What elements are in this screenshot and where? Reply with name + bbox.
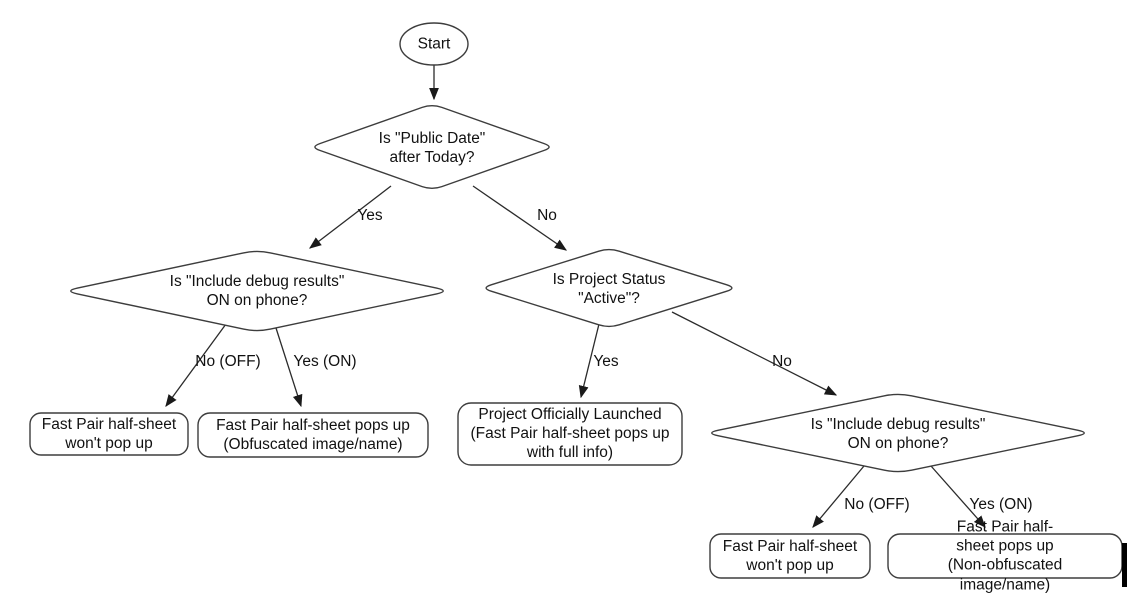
edge-label-status-yes: Yes xyxy=(593,353,619,370)
decision-debug-right-label: Is "Include debug results" ON on phone? xyxy=(810,415,986,452)
start-node-label: Start xyxy=(417,35,451,53)
result-launched-shape xyxy=(457,402,683,466)
edge-debug-left-yes xyxy=(275,327,303,408)
edge-status-yes xyxy=(578,323,600,399)
edge-label-debug-left-yes: Yes (ON) xyxy=(293,353,357,370)
decision-debug-left-shape xyxy=(70,250,444,332)
edge-debug-right-no xyxy=(812,465,865,528)
decision-project-status-label: Is Project Status "Active"? xyxy=(552,270,666,307)
decision-project-status-shape xyxy=(485,248,733,328)
result-no-popup-left-shape xyxy=(29,412,189,456)
result-obfuscated-label: Fast Pair half-sheet pops up (Obfuscated… xyxy=(216,416,410,453)
text-cursor-bar xyxy=(1122,543,1127,587)
edge-debug-left-no xyxy=(165,323,227,407)
decision-public-date-label: Is "Public Date" after Today? xyxy=(378,129,486,166)
edge-label-debug-right-yes: Yes (ON) xyxy=(969,496,1033,513)
decision-debug-right-shape xyxy=(711,393,1085,473)
start-node-shape xyxy=(399,22,469,66)
result-launched-label: Project Officially Launched (Fast Pair h… xyxy=(470,406,670,462)
result-obfuscated-shape xyxy=(197,412,429,458)
edge-label-debug-right-no: No (OFF) xyxy=(844,496,910,513)
result-no-popup-right-shape xyxy=(709,533,871,579)
edge-status-no xyxy=(671,311,838,396)
edge-label-public-date-yes: Yes xyxy=(357,207,383,224)
edge-public-date-yes xyxy=(309,185,392,249)
result-nonobfuscated-label: Fast Pair half-sheet pops up (Non-obfusc… xyxy=(947,518,1063,594)
decision-public-date-shape xyxy=(314,105,550,189)
edge-label-status-no: No xyxy=(772,353,792,370)
edge-public-date-no xyxy=(472,185,568,251)
result-no-popup-right-label: Fast Pair half-sheet won't pop up xyxy=(722,537,858,574)
edge-debug-right-yes xyxy=(930,465,986,528)
decision-debug-left-label: Is "Include debug results" ON on phone? xyxy=(169,272,345,309)
edge-label-debug-left-no: No (OFF) xyxy=(195,353,261,370)
result-no-popup-left-label: Fast Pair half-sheet won't pop up xyxy=(41,415,177,452)
edge-label-public-date-no: No xyxy=(537,207,557,224)
flowchart-edges xyxy=(165,65,986,528)
